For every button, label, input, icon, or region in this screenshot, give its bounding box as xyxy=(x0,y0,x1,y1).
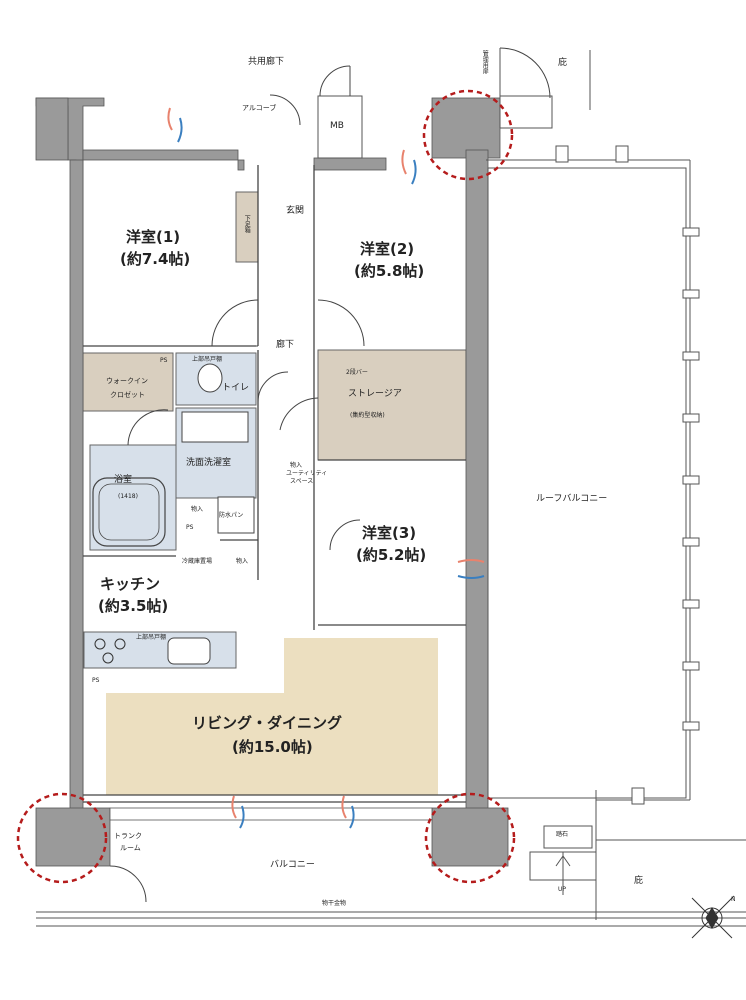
living-area-fill-2 xyxy=(284,638,438,795)
roof-balcony-outline xyxy=(486,48,691,920)
pillar-markers xyxy=(16,89,516,884)
storage-sub-label: (集約型収納) xyxy=(350,412,385,419)
laundry-hardware-label: 物干金物 xyxy=(322,900,347,907)
ps-label-1: PS xyxy=(160,357,168,364)
waterproof-pan-label: 防水パン xyxy=(219,512,244,519)
walkin-closet-label-2: クロゼット xyxy=(110,391,145,399)
closet-label-1: 物入 xyxy=(191,506,204,513)
compass-icon xyxy=(691,895,735,939)
walls xyxy=(35,95,509,867)
north-label: N xyxy=(731,896,736,903)
partitions xyxy=(83,165,466,803)
western-room-3-name: 洋室(3) xyxy=(362,524,417,542)
storage-label: ストレージア xyxy=(348,389,402,399)
living-area-fill xyxy=(106,693,284,795)
western-room-1-name: 洋室(1) xyxy=(126,228,181,246)
living-dining-size: (約15.0帖) xyxy=(232,738,313,756)
trunk-room-label-1: トランク xyxy=(114,832,142,840)
doors xyxy=(109,47,551,903)
stepping-stone-label: 踏石 xyxy=(556,831,569,838)
railing-posts xyxy=(555,145,700,805)
roof-balcony-label: ルーフバルコニー xyxy=(536,494,608,504)
toilet-label: トイレ xyxy=(222,383,250,393)
management-door-label: 管理用扉 xyxy=(481,50,489,74)
upper-cabinet-label-2: 上部吊戸棚 xyxy=(136,634,167,641)
bath-label: 浴室 xyxy=(114,475,133,485)
walkin-closet-label-1: ウォークイン xyxy=(106,377,148,385)
alcove-label: アルコーブ xyxy=(242,104,277,112)
shoe-cabinet-label: 下足箱 xyxy=(243,215,251,233)
up-label: UP xyxy=(558,886,567,893)
balcony-label: バルコニー xyxy=(270,860,315,870)
toilet-bowl xyxy=(197,363,223,393)
kitchen-sink xyxy=(167,637,211,665)
ps-label-3: PS xyxy=(92,677,100,684)
eaves-bottom-label: 庇 xyxy=(634,876,644,886)
kitchen-counter xyxy=(83,631,237,669)
washroom-label: 洗面洗濯室 xyxy=(186,458,232,468)
common-corridor-label: 共用廊下 xyxy=(248,57,285,67)
trunk-room-label-2: ルーム xyxy=(120,844,141,852)
ps-label-2: PS xyxy=(186,524,194,531)
air-vents xyxy=(167,107,485,829)
fridge-space-label: 冷蔵庫置場 xyxy=(182,558,213,565)
utility-label-2: ユーティリティ xyxy=(286,470,328,477)
entrance-label: 玄関 xyxy=(286,206,305,216)
utility-label-1: 物入 xyxy=(290,462,303,469)
mb-box xyxy=(317,95,363,159)
western-room-3-size: (約5.2帖) xyxy=(356,546,427,564)
western-room-2-name: 洋室(2) xyxy=(360,240,415,258)
two-tier-bar-label: 2段バー xyxy=(346,369,368,376)
utility-label-3: スペース xyxy=(290,478,314,485)
stove-burners xyxy=(94,638,126,664)
kitchen-size: (約3.5帖) xyxy=(98,597,169,615)
wash-basin xyxy=(181,411,249,443)
western-room-2-size: (約5.8帖) xyxy=(354,262,425,280)
bath-size-label: (1418) xyxy=(118,493,138,500)
kitchen-name: キッチン xyxy=(100,575,161,593)
eaves-top-label: 庇 xyxy=(558,58,568,68)
waterproof-pan xyxy=(217,496,255,534)
living-dining-name: リビング・ダイニング xyxy=(192,714,343,732)
hallway-label: 廊下 xyxy=(276,340,295,350)
western-room-1-size: (約7.4帖) xyxy=(120,250,191,268)
walkin-closet-fill xyxy=(82,352,174,412)
mb-label: MB xyxy=(330,121,344,131)
closet-label-2: 物入 xyxy=(236,558,249,565)
upper-cabinet-label-1: 上部吊戸棚 xyxy=(192,356,223,363)
storage-fill xyxy=(317,349,467,461)
balcony-lines xyxy=(36,839,746,927)
bathtub xyxy=(92,477,166,547)
